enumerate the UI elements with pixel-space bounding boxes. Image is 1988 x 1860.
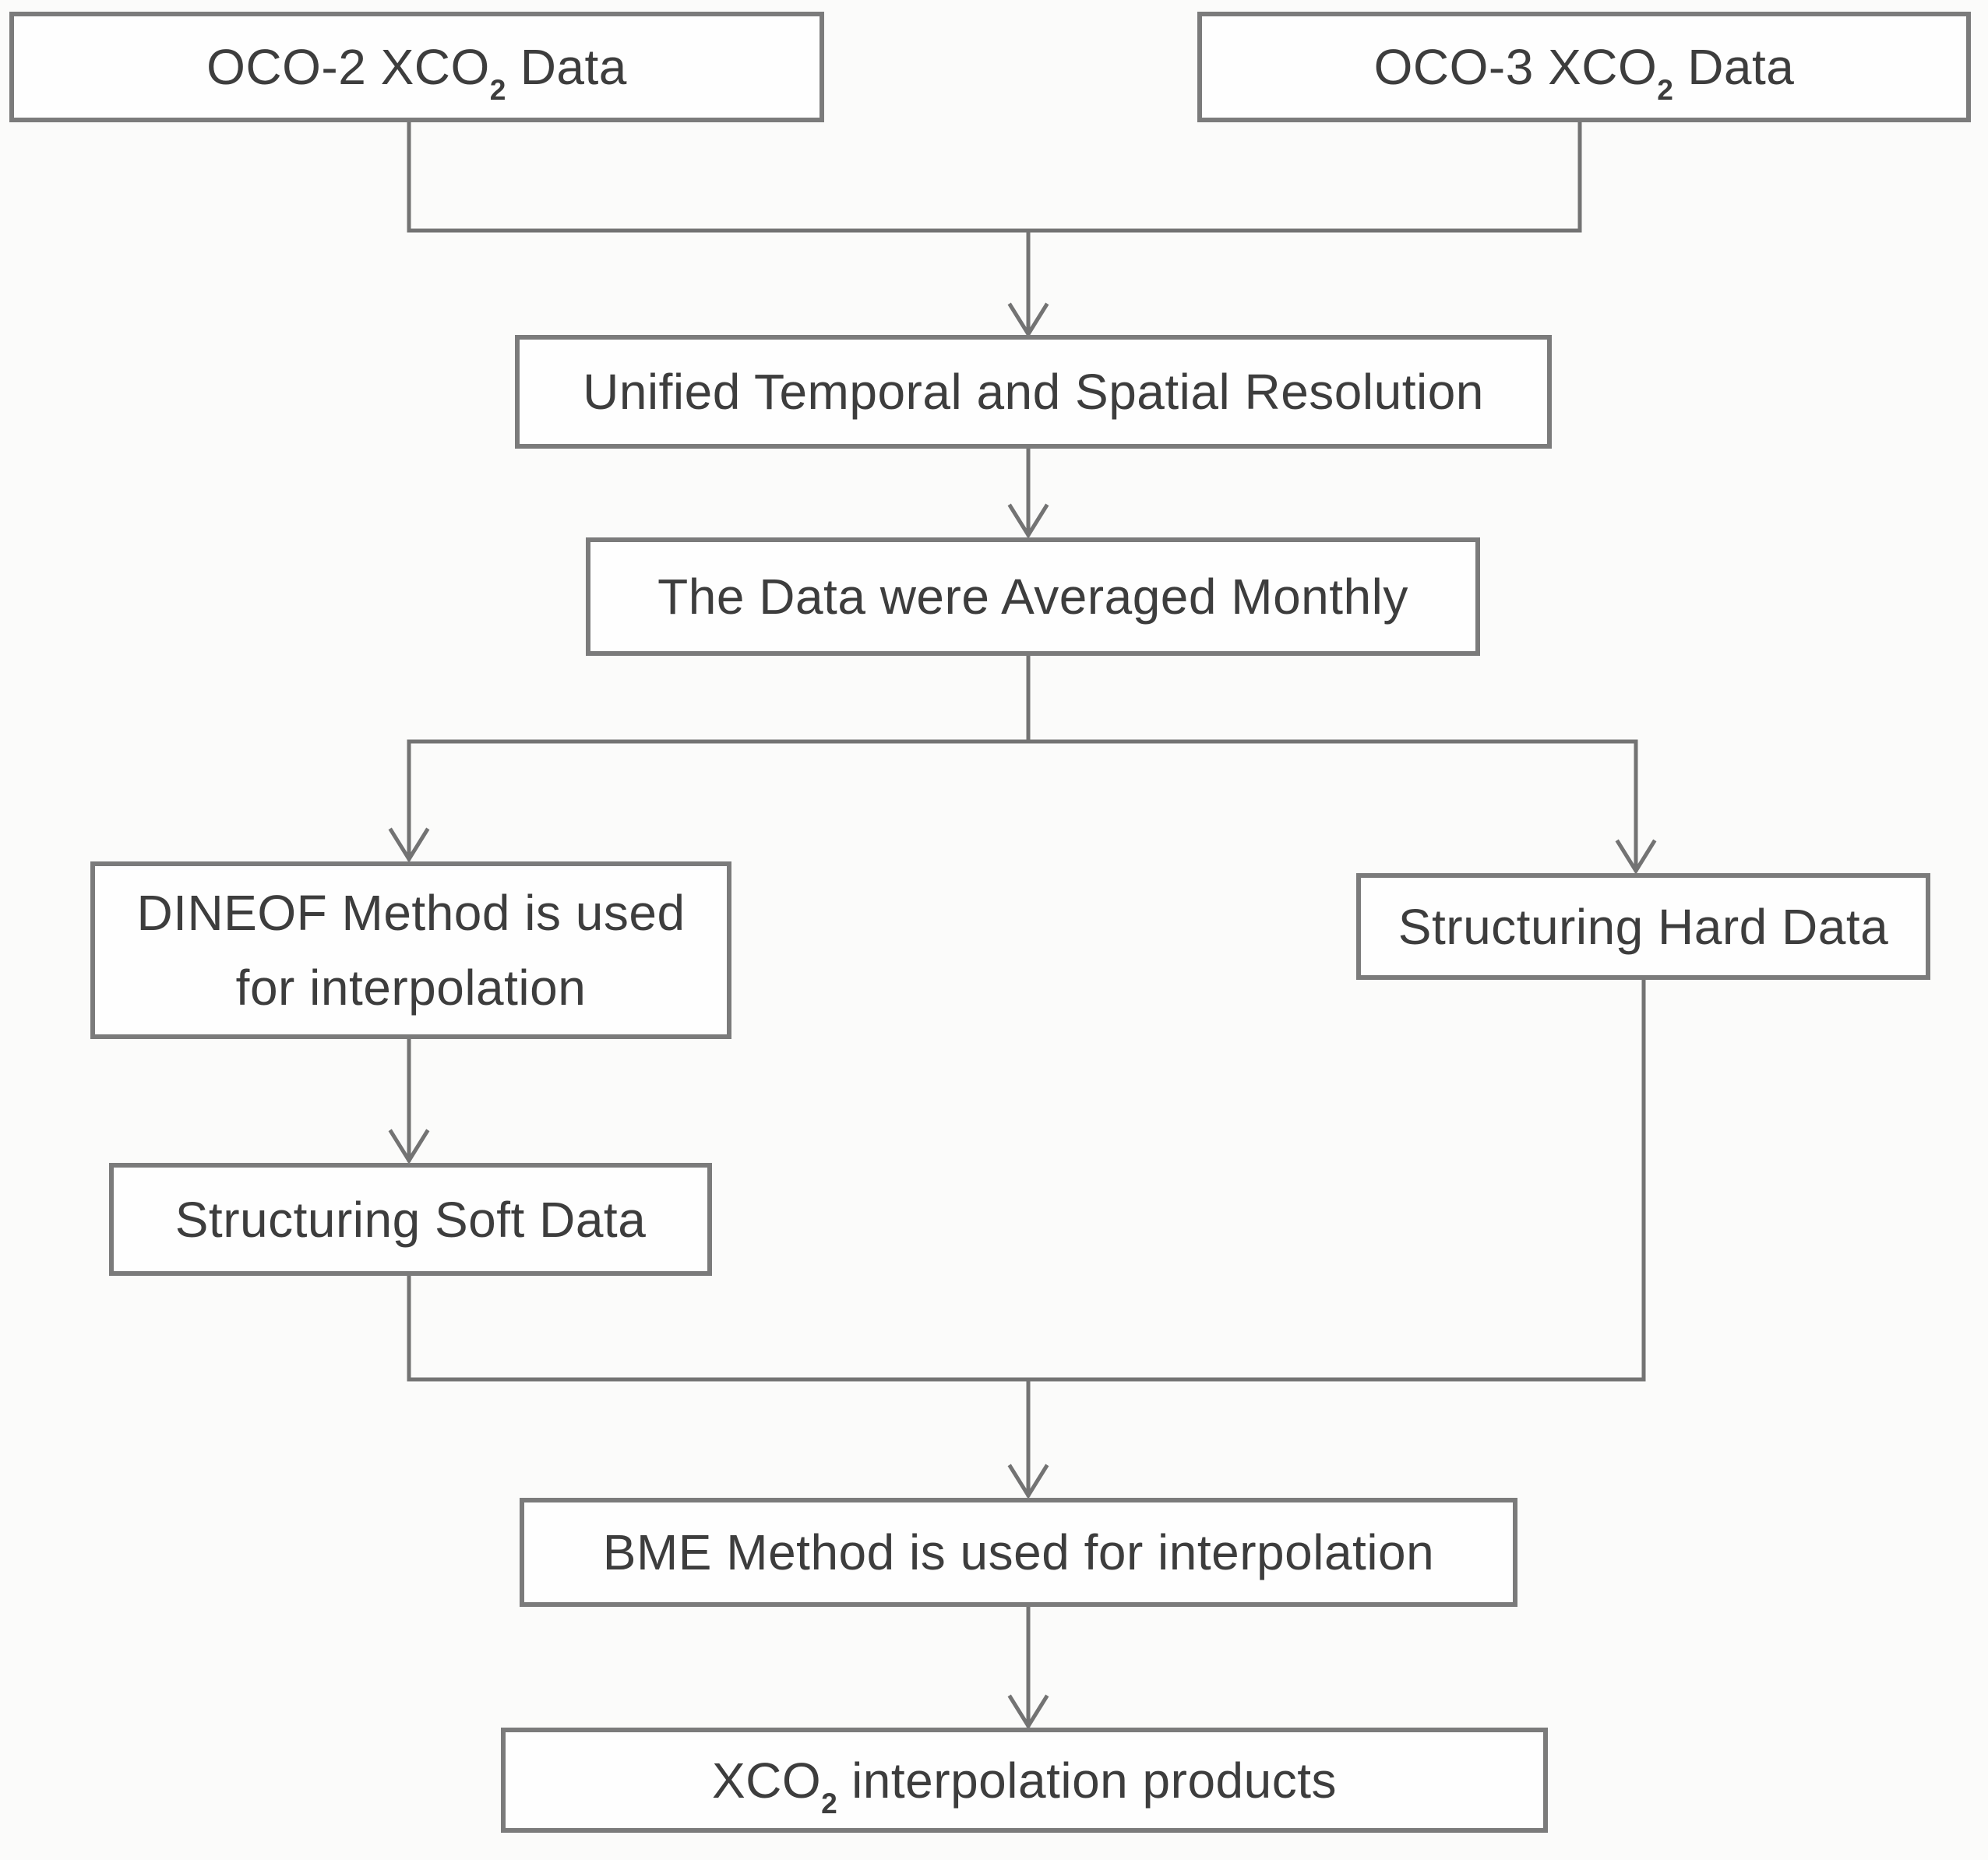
node-structuring-soft-data: Structuring Soft Data (109, 1163, 712, 1276)
node-dineof-method: DINEOF Method is used for interpolation (90, 861, 731, 1039)
arrowhead-to-dineof (388, 827, 430, 863)
node-oco3-label-post: Data (1673, 39, 1795, 95)
node-interpolation-products: XCO2 interpolation products (501, 1728, 1548, 1833)
connector-top-merge (407, 121, 1582, 233)
arrowhead-to-bme (1007, 1464, 1049, 1499)
node-averaged-monthly: The Data were Averaged Monthly (586, 537, 1480, 656)
node-oco3-label-pre: OCO-3 XCO (1373, 39, 1658, 95)
node-monthly-label: The Data were Averaged Monthly (657, 569, 1408, 625)
arrowhead-to-monthly (1007, 503, 1049, 539)
node-unified-label: Unified Temporal and Spatial Resolution (583, 364, 1484, 420)
node-oco2-label-post: Data (506, 39, 627, 95)
node-bme-method: BME Method is used for interpolation (520, 1498, 1517, 1607)
arrowhead-to-hard-data (1615, 839, 1657, 875)
node-oco2-label: OCO-2 XCO2 Data (206, 36, 627, 106)
node-soft-label: Structuring Soft Data (174, 1191, 647, 1248)
node-oco2-data: OCO-2 XCO2 Data (9, 12, 824, 122)
node-structuring-hard-data: Structuring Hard Data (1356, 873, 1930, 980)
node-products-label-subscript: 2 (821, 1786, 837, 1819)
node-products-label-pre: XCO (711, 1752, 822, 1809)
arrowhead-to-soft-data (388, 1129, 430, 1164)
arrowhead-to-products (1007, 1694, 1049, 1730)
node-products-label: XCO2 interpolation products (711, 1749, 1338, 1819)
node-products-label-post: interpolation products (837, 1752, 1338, 1809)
node-hard-label: Structuring Hard Data (1398, 898, 1889, 955)
node-oco2-label-pre: OCO-2 XCO (206, 39, 490, 95)
node-unified-resolution: Unified Temporal and Spatial Resolution (515, 335, 1552, 449)
node-dineof-label: DINEOF Method is used for interpolation (136, 885, 686, 1016)
node-bme-label: BME Method is used for interpolation (602, 1524, 1435, 1580)
node-oco2-label-subscript: 2 (489, 73, 506, 107)
node-oco3-data: OCO-3 XCO2 Data (1197, 12, 1971, 122)
arrowhead-to-unified (1007, 302, 1049, 338)
node-oco3-label-subscript: 2 (1657, 73, 1673, 107)
node-oco3-label: OCO-3 XCO2 Data (1373, 36, 1795, 106)
